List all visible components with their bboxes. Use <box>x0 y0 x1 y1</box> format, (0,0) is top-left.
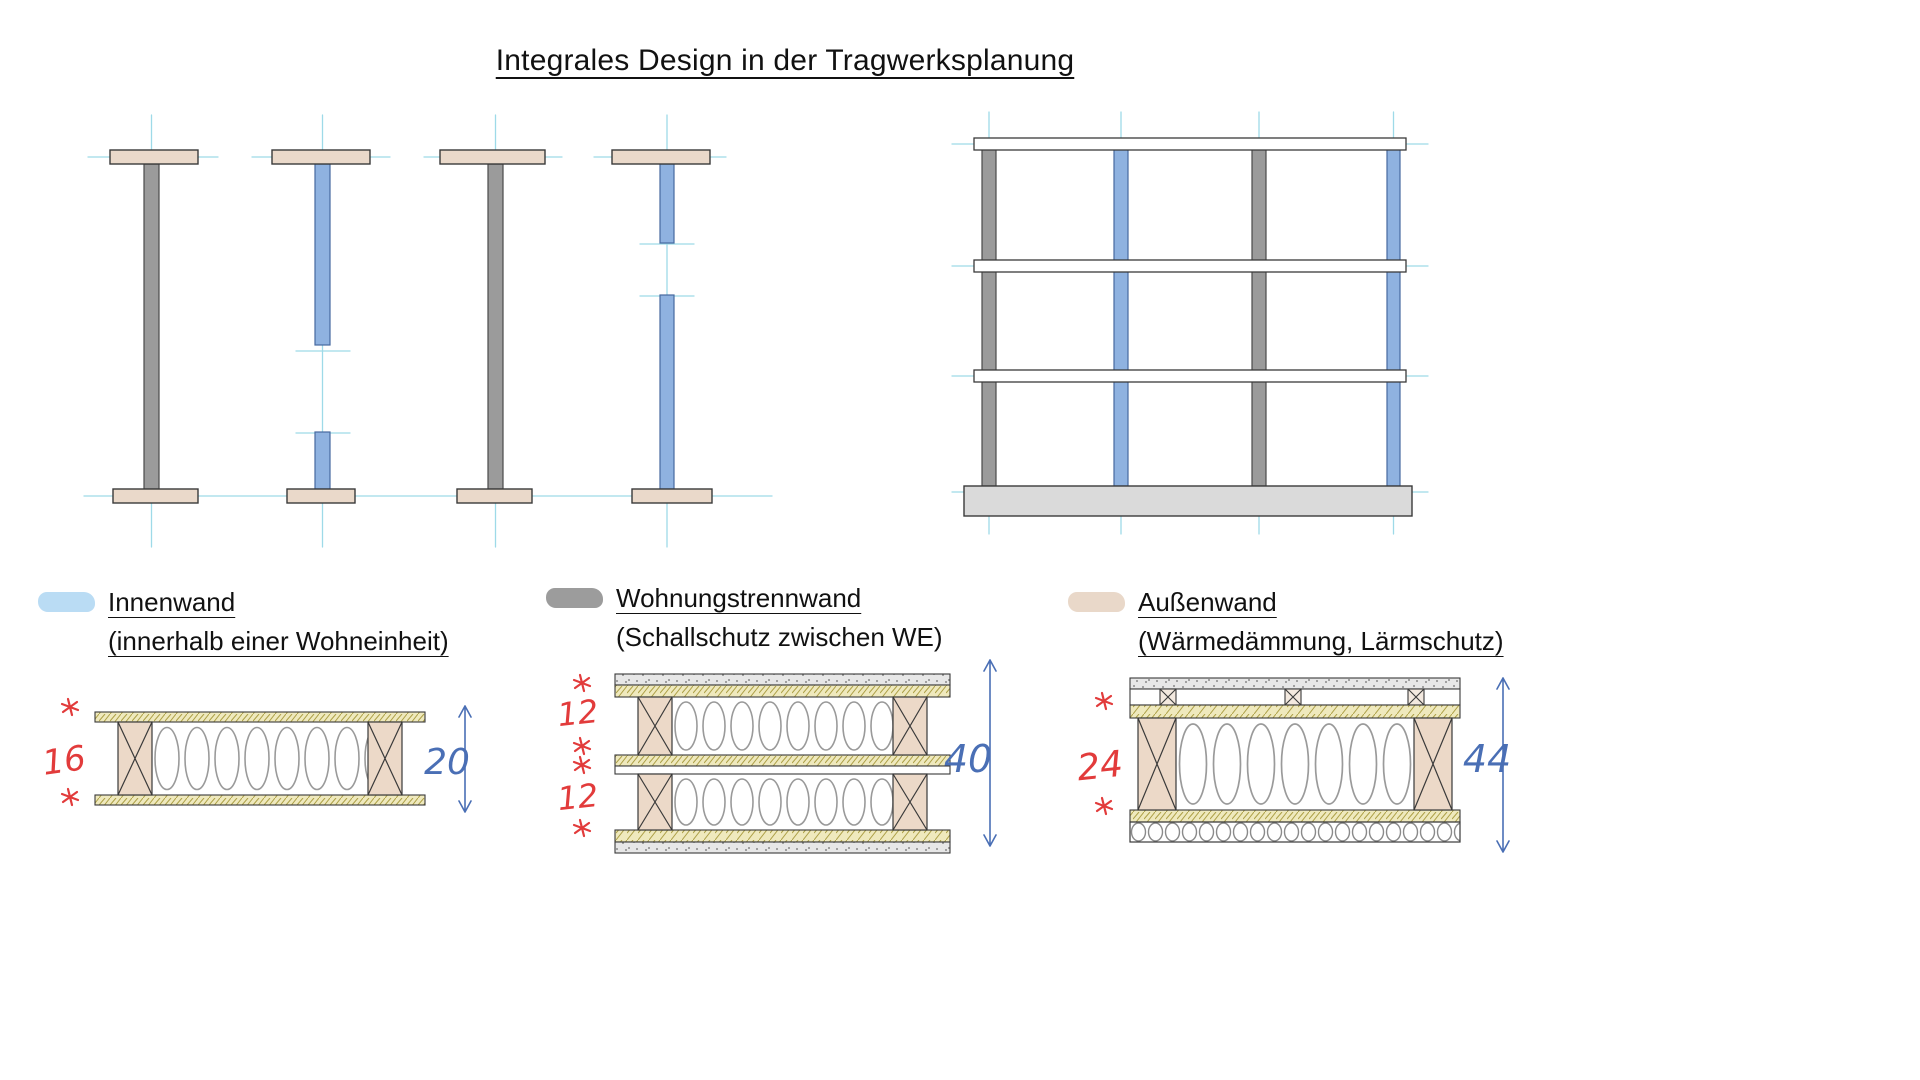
slab-bottom <box>112 488 199 504</box>
trennwand-column-frame <box>1251 143 1267 487</box>
trennwand-column-frame <box>981 143 997 487</box>
legend-sublabel-aussenwand: (Wärmedämmung, Lärmschutz) <box>1138 625 1504 656</box>
axis-vertical-left <box>150 114 668 548</box>
slab-bottom <box>286 488 356 504</box>
board-top <box>614 684 951 698</box>
board-bottom <box>614 829 951 843</box>
render-bottom <box>614 841 951 854</box>
legend-item-innenwand: Innenwand (innerhalb einer Wohneinheit) <box>38 587 449 657</box>
render-top <box>1129 677 1461 690</box>
slab-bottom <box>631 488 713 504</box>
board-top <box>94 711 426 723</box>
innenwand-column-lower <box>314 431 331 490</box>
insulation-lower <box>672 774 893 830</box>
slab-top <box>439 149 546 165</box>
trennwand-column <box>487 163 504 490</box>
trennwand-column <box>143 163 160 490</box>
blue-dimension-arrow <box>983 659 997 847</box>
wohnungstrennwand-swatch <box>546 588 603 608</box>
innenwand-column-upper <box>659 163 675 244</box>
innenwand-column-upper <box>314 163 331 346</box>
frame-slab <box>973 369 1407 383</box>
blue-dimension-value: 44 <box>1463 737 1511 781</box>
red-dimension-value: 16 <box>40 738 88 784</box>
legend-sublabel-wohnungstrennwand: (Schallschutz zwischen WE) <box>616 621 943 652</box>
board-middle-2 <box>614 765 951 775</box>
legend-item-wohnungstrennwand: Wohnungstrennwand (Schallschutz zwischen… <box>546 583 943 653</box>
render-top <box>614 673 951 686</box>
stud <box>637 696 928 831</box>
frame-slab <box>973 259 1407 273</box>
frame-slabs <box>973 137 1407 383</box>
insulation-upper <box>672 697 893 755</box>
slab-bottom <box>456 488 533 504</box>
legend-item-aussenwand: Außenwand (Wärmedämmung, Lärmschutz) <box>1068 587 1504 657</box>
trennwand-columns <box>143 143 1267 490</box>
detail-wohnungstrennwand: 12 12 40 <box>556 659 997 854</box>
innenwand-columns <box>314 143 1401 490</box>
innenwand-column-frame <box>1113 143 1129 487</box>
stud <box>1137 717 1453 811</box>
innenwand-swatch <box>38 592 95 612</box>
legend-label-wohnungstrennwand: Wohnungstrennwand <box>616 583 862 613</box>
red-dimension-value: 24 <box>1075 744 1125 790</box>
insulation <box>1176 718 1414 810</box>
innenwand-column-frame <box>1386 143 1401 487</box>
axis-horizontal-frame <box>951 143 1429 493</box>
blue-dimension-value: 40 <box>944 737 992 781</box>
frame-slab <box>973 137 1407 151</box>
detail-aussenwand: 24 44 <box>1075 677 1511 853</box>
board-top <box>1129 704 1461 719</box>
stud <box>117 721 403 796</box>
board-middle <box>614 754 951 767</box>
slab-top <box>271 149 371 165</box>
blue-dimension-value: 20 <box>424 742 470 783</box>
red-dimension-value-lower: 12 <box>556 776 600 818</box>
detail-innenwand: 16 20 <box>40 697 472 813</box>
blue-dimension-arrow <box>1496 677 1510 853</box>
axis-vertical-frame <box>988 111 1395 535</box>
slab-top <box>611 149 711 165</box>
axis-lines <box>83 111 1429 548</box>
page-title: Integrales Design in der Tragwerksplanun… <box>495 44 1075 77</box>
foundation-slab <box>963 485 1413 517</box>
board-bottom <box>1129 809 1461 823</box>
blue-dimension-arrow <box>458 705 472 813</box>
red-dimension-value-upper: 12 <box>556 692 600 734</box>
legend-label-innenwand: Innenwand <box>108 587 236 617</box>
innenwand-column-lower <box>659 294 675 490</box>
aussenwand-swatch <box>1068 592 1125 612</box>
exterior-insulation-layer <box>1129 821 1461 843</box>
batten <box>1159 688 1425 706</box>
legend-label-aussenwand: Außenwand <box>1138 587 1277 617</box>
legend-sublabel-innenwand: (innerhalb einer Wohneinheit) <box>108 625 449 656</box>
board-bottom <box>94 794 426 806</box>
insulation <box>152 722 368 795</box>
floor-slabs-beige <box>109 149 713 504</box>
slab-top <box>109 149 199 165</box>
